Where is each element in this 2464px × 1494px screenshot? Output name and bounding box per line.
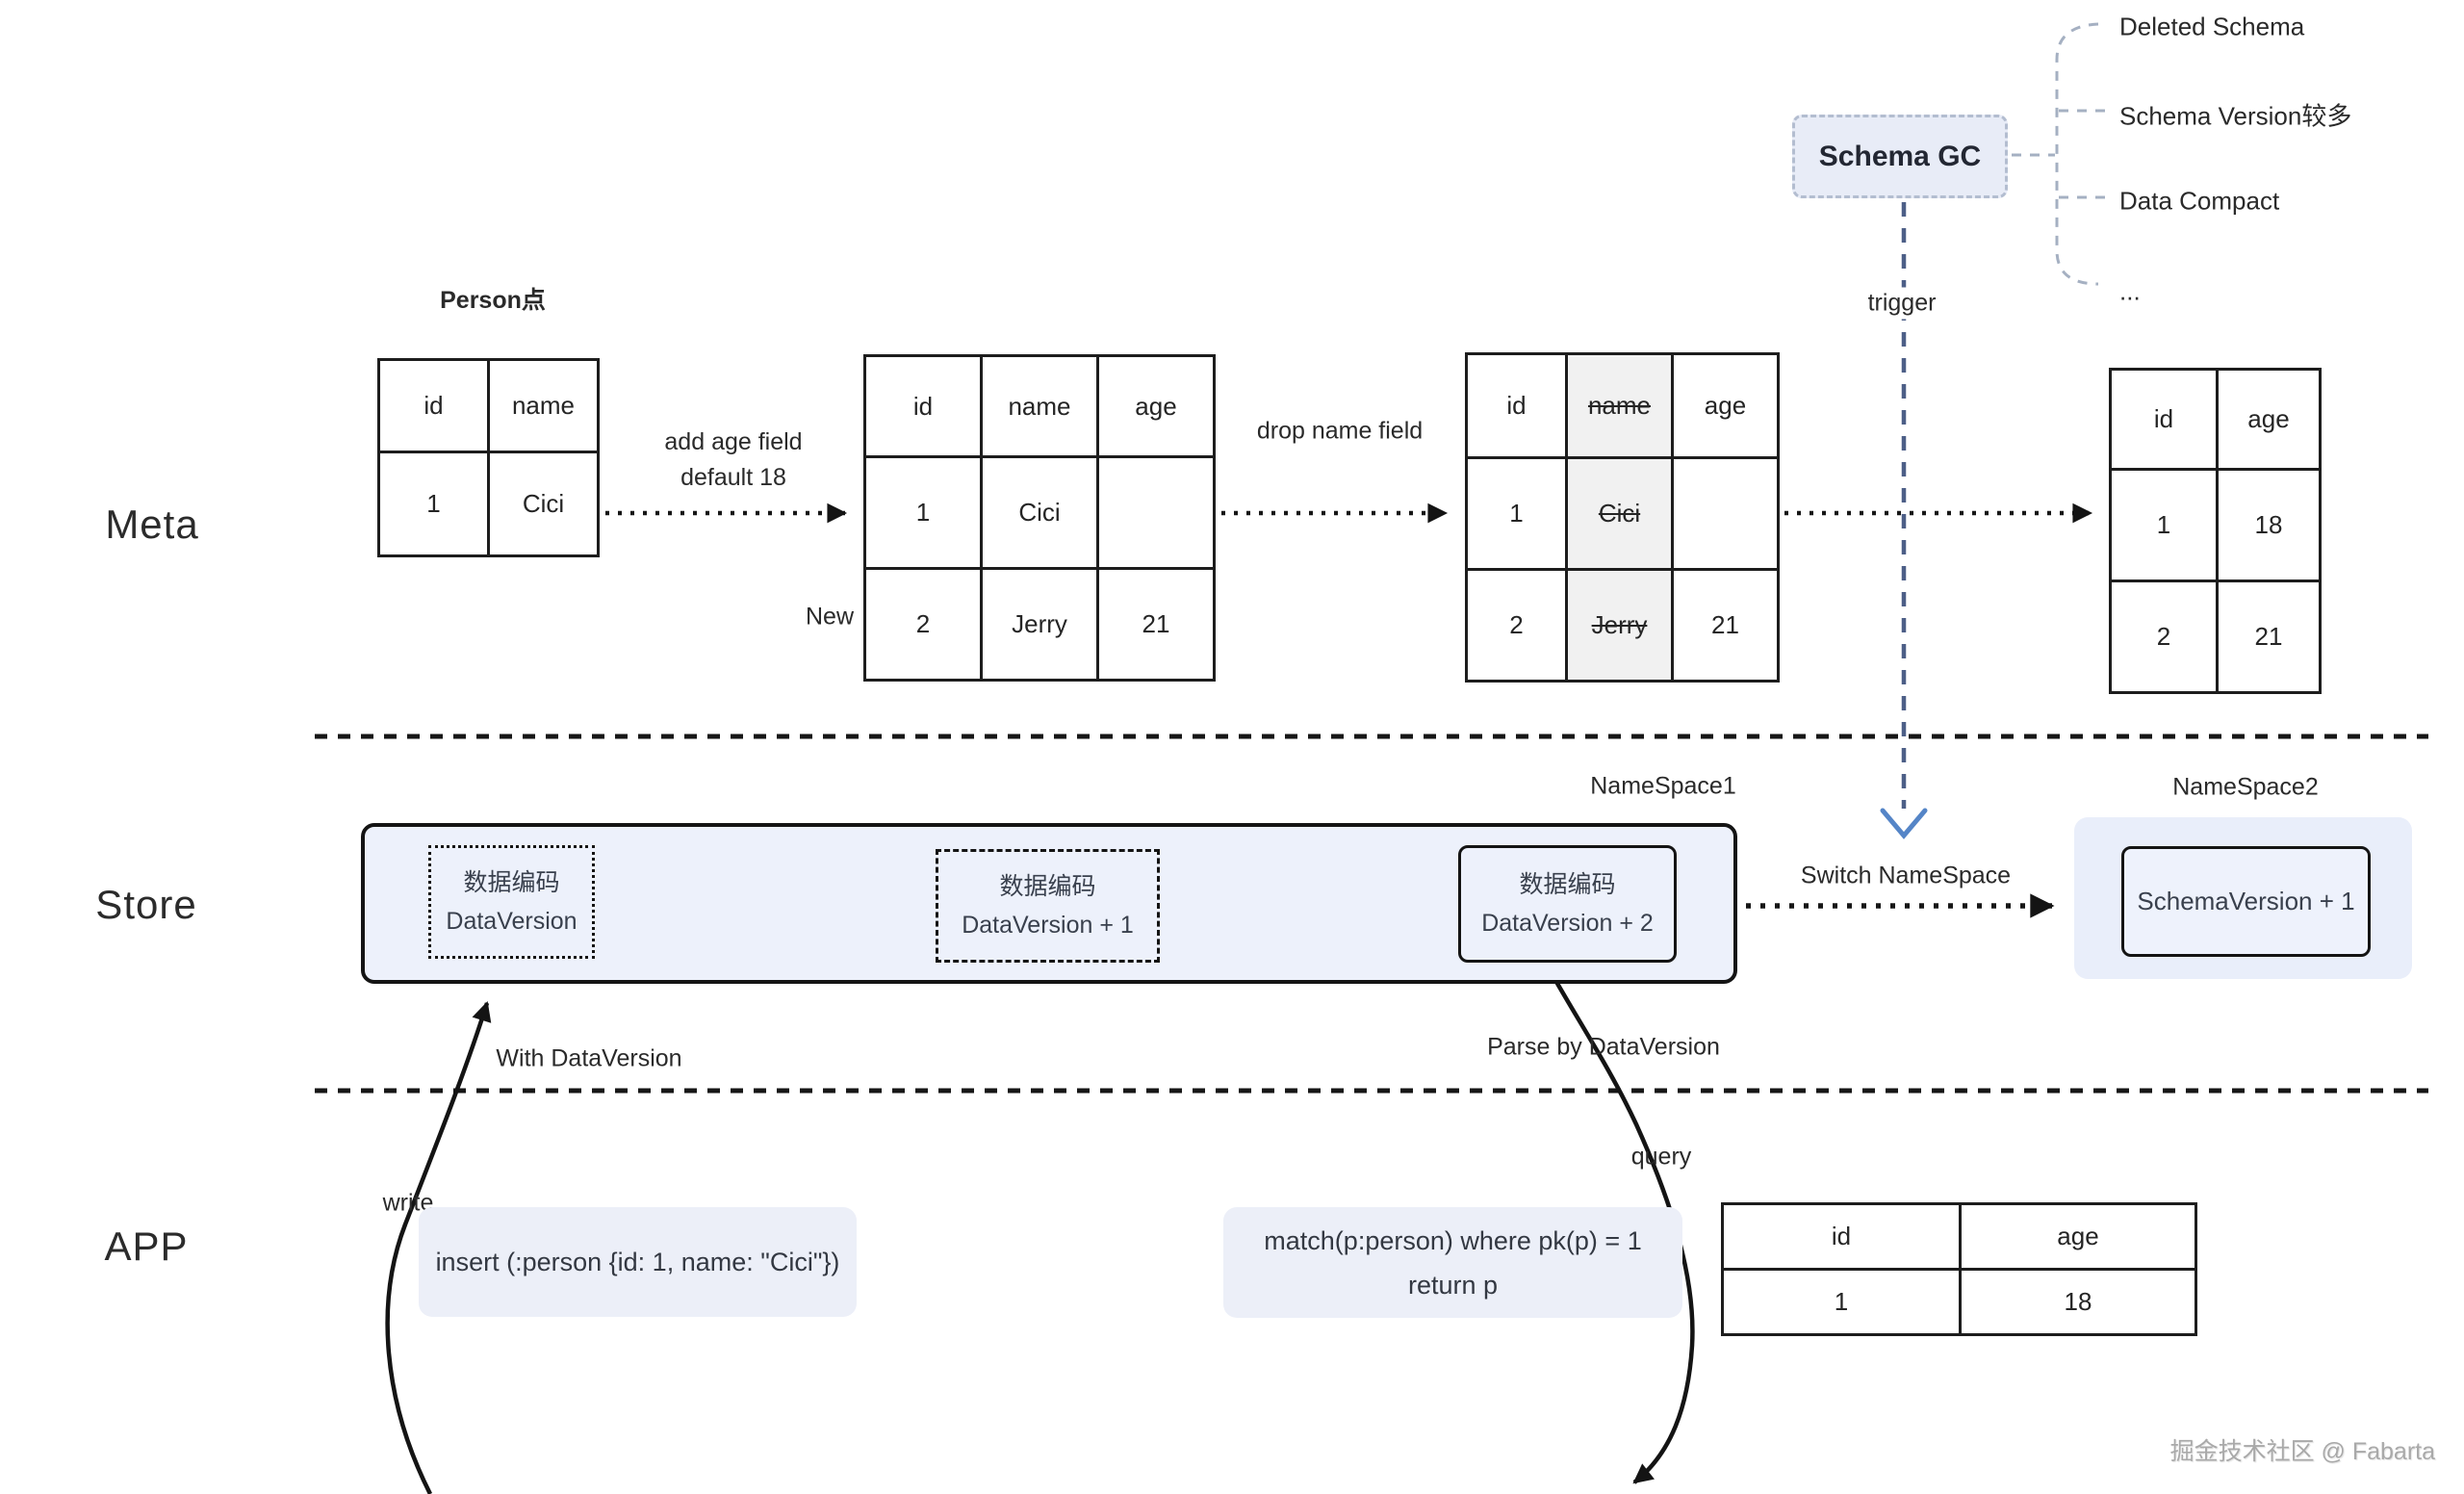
match-statement-line1: match(p:person) where pk(p) = 1 xyxy=(1264,1225,1642,1255)
cell: 1 xyxy=(2109,468,2219,582)
trigger-label: trigger xyxy=(1861,287,1942,320)
namespace1-label: NameSpace1 xyxy=(1590,772,1736,800)
insert-statement: insert (:person {id: 1, name: "Cici"}) xyxy=(435,1248,840,1276)
gc-bracket xyxy=(2055,22,2099,286)
dataversion-box-line1: 数据编码 xyxy=(463,869,560,896)
row-label-store: Store xyxy=(95,882,197,927)
meta-table-v1: id name 1 Cici xyxy=(377,358,600,557)
insert-statement-box: insert (:person {id: 1, name: "Cici"}) xyxy=(419,1207,857,1317)
cell-struck: Jerry xyxy=(1565,568,1674,683)
meta-table-v3: id name age 1 Cici 2 Jerry 21 xyxy=(1465,352,1780,683)
meta-table-v2: id name age 1 Cici 2 Jerry 21 xyxy=(863,354,1216,682)
switch-namespace-label: Switch NameSpace xyxy=(1794,860,2017,892)
dataversion-box: 数据编码 DataVersion xyxy=(428,845,595,959)
cell: id xyxy=(377,358,490,453)
drop-name-field-label: drop name field xyxy=(1256,417,1424,445)
cell: 21 xyxy=(2216,580,2322,694)
cell: id xyxy=(2109,368,2219,471)
cell-struck: Cici xyxy=(1565,456,1674,571)
with-dataversion-label: With DataVersion xyxy=(496,1044,682,1072)
cell: 1 xyxy=(377,451,490,557)
cell: 2 xyxy=(2109,580,2219,694)
cell: 21 xyxy=(1096,567,1216,682)
row-label-app: APP xyxy=(104,1224,189,1269)
query-label: query xyxy=(1630,1143,1692,1171)
cell: age xyxy=(1671,352,1780,459)
dataversion-plus1-line1: 数据编码 xyxy=(999,873,1096,900)
match-statement-line2: return p xyxy=(1407,1270,1499,1300)
write-curve-arrow xyxy=(385,1001,492,1494)
dataversion-box-line2: DataVersion xyxy=(446,908,578,935)
cell: 1 xyxy=(1465,456,1568,571)
cell: 18 xyxy=(2216,468,2322,582)
dataversion-plus1-box: 数据编码 DataVersion + 1 xyxy=(936,849,1160,963)
cell xyxy=(1096,455,1216,570)
dataversion-plus2-box: 数据编码 DataVersion + 2 xyxy=(1458,845,1677,963)
gc-item-data-compact: Data Compact xyxy=(2119,186,2280,216)
person-table-title: Person点 xyxy=(440,287,546,314)
cell: id xyxy=(863,354,983,458)
new-row-label: New xyxy=(805,603,855,631)
parse-by-dataversion-label: Parse by DataVersion xyxy=(1487,1033,1720,1061)
row-label-meta: Meta xyxy=(105,502,199,547)
cell: 21 xyxy=(1671,568,1780,683)
cell: Cici xyxy=(487,451,600,557)
cell: 18 xyxy=(1959,1268,2197,1336)
dataversion-plus2-line1: 数据编码 xyxy=(1519,871,1616,898)
query-result-table: id age 1 18 xyxy=(1721,1202,2197,1336)
cell: id xyxy=(1465,352,1568,459)
cell: 2 xyxy=(1465,568,1568,683)
watermark: 掘金技术社区 @ Fabarta xyxy=(2169,1438,2435,1465)
cell: age xyxy=(1959,1202,2197,1271)
cell: name xyxy=(487,358,600,453)
gc-item-deleted-schema: Deleted Schema xyxy=(2119,12,2305,41)
cell: Cici xyxy=(980,455,1099,570)
cell: 1 xyxy=(1721,1268,1962,1336)
cell xyxy=(1671,456,1780,571)
dataversion-plus1-line2: DataVersion + 1 xyxy=(962,912,1134,939)
cell-struck: name xyxy=(1565,352,1674,459)
cell: id xyxy=(1721,1202,1962,1271)
gc-item-ellipsis: ... xyxy=(2119,276,2141,306)
cell: 2 xyxy=(863,567,983,682)
cell: age xyxy=(2216,368,2322,471)
meta-table-v4: id age 1 18 2 21 xyxy=(2109,368,2322,694)
cell: 1 xyxy=(863,455,983,570)
gc-item-schema-version: Schema Version较多 xyxy=(2119,101,2352,131)
namespace2-label: NameSpace2 xyxy=(2172,773,2319,801)
namespace1-container xyxy=(361,823,1737,984)
schemaversion-plus1-box: SchemaVersion + 1 xyxy=(2121,846,2371,957)
cell: name xyxy=(980,354,1099,458)
cell: Jerry xyxy=(980,567,1099,682)
cell: age xyxy=(1096,354,1216,458)
schema-gc-box: Schema GC xyxy=(1792,115,2008,198)
dataversion-plus2-line2: DataVersion + 2 xyxy=(1481,910,1654,937)
match-statement-box: match(p:person) where pk(p) = 1 return p xyxy=(1223,1207,1682,1318)
trigger-arrowhead-icon xyxy=(1880,808,1928,839)
add-age-field-label: add age field default 18 xyxy=(664,428,803,491)
